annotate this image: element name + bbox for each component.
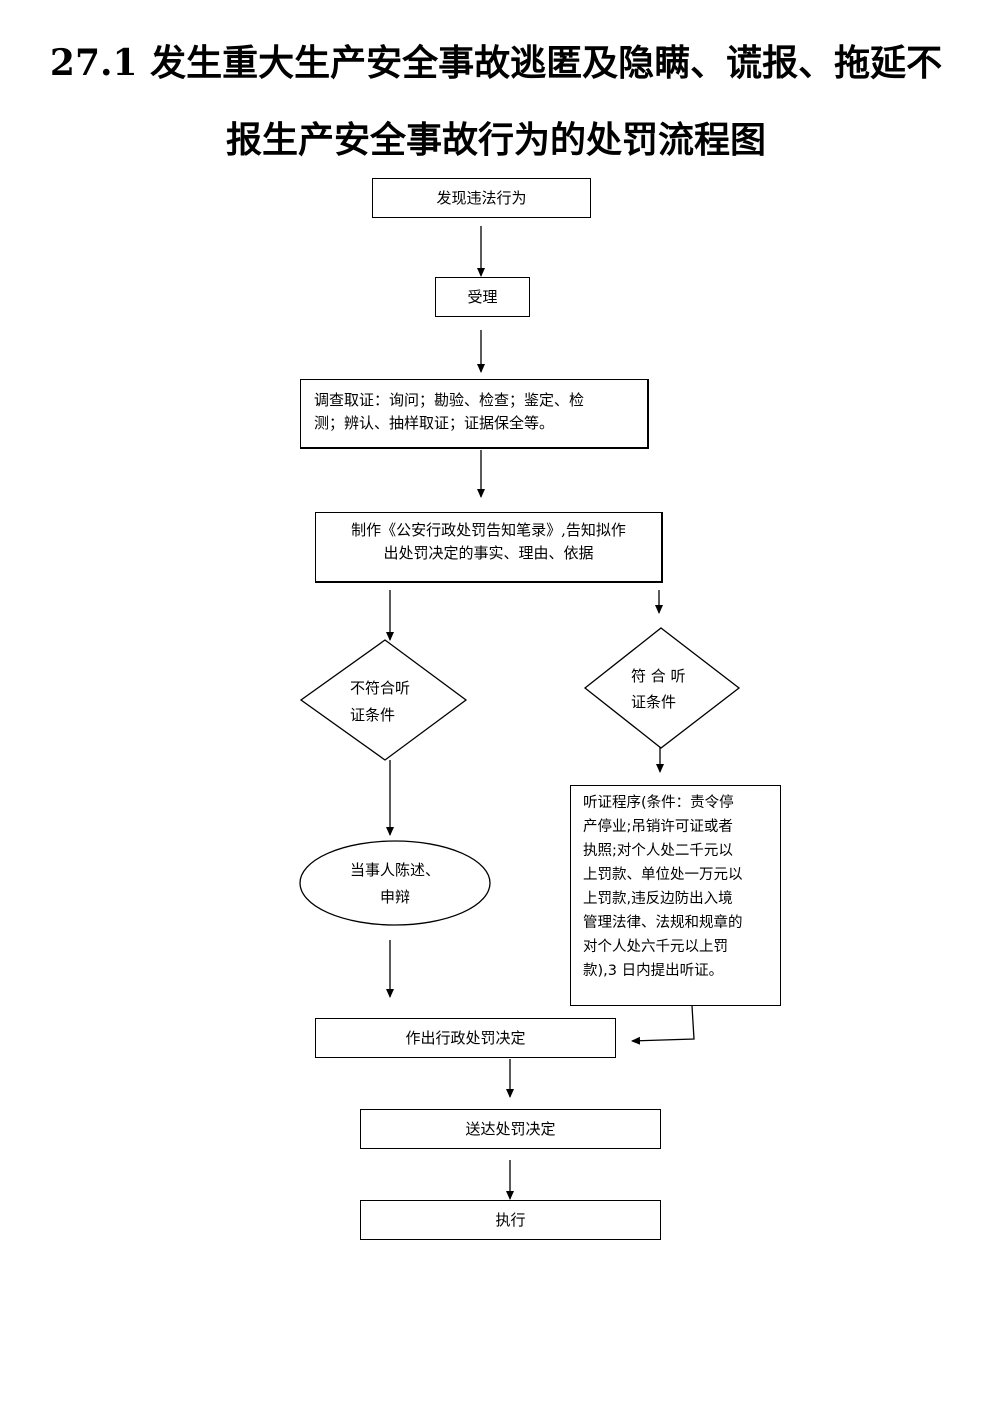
hearing-line-4: 上罚款、单位处一万元以 — [583, 867, 743, 883]
diamond-meet — [583, 627, 741, 749]
node-not-meet-line-2: 证条件 — [350, 706, 396, 724]
ellipse-statement — [299, 840, 491, 926]
hearing-line-6: 管理法律、法规和规章的 — [583, 915, 743, 931]
node-accept-label: 受理 — [467, 287, 498, 306]
node-execute-label: 执行 — [495, 1210, 526, 1229]
hearing-line-7: 对个人处六千元以上罚 — [583, 939, 728, 955]
diamond-not-meet — [299, 639, 468, 761]
node-investigate: 调查取证：询问；勘验、检查；鉴定、检 测；辨认、抽样取证；证据保全等。 — [300, 379, 649, 449]
node-decision: 作出行政处罚决定 — [315, 1018, 616, 1058]
title-line-2: 报生产安全事故行为的处罚流程图 — [225, 119, 766, 161]
hearing-line-3: 执照;对个人处二千元以 — [583, 843, 733, 859]
node-hearing: 听证程序(条件：责令停 产停业;吊销许可证或者 执照;对个人处二千元以 上罚款、… — [570, 785, 781, 1006]
node-decision-label: 作出行政处罚决定 — [405, 1028, 526, 1047]
node-accept: 受理 — [435, 277, 530, 317]
hearing-line-1: 听证程序(条件：责令停 — [583, 795, 734, 811]
node-deliver: 送达处罚决定 — [360, 1109, 661, 1149]
node-discover: 发现违法行为 — [372, 178, 591, 218]
node-execute: 执行 — [360, 1200, 661, 1240]
node-meet-text: 符 合 听 证条件 — [631, 664, 711, 715]
node-investigate-line-1: 调查取证：询问；勘验、检查；鉴定、检 — [314, 391, 585, 409]
node-deliver-label: 送达处罚决定 — [465, 1119, 556, 1138]
arrow-hearing-to-decision — [631, 1005, 695, 1045]
title-line-1: 27.1 发生重大生产安全事故逃匿及隐瞒、谎报、拖延不 — [49, 42, 943, 84]
node-notify: 制作《公安行政处罚告知笔录》,告知拟作 出处罚决定的事实、理由、依据 — [315, 512, 663, 583]
node-notify-line-2: 出处罚决定的事实、理由、依据 — [383, 544, 594, 562]
node-statement-line-2: 申辩 — [379, 888, 410, 906]
node-not-meet-line-1: 不符合听 — [350, 679, 411, 697]
node-investigate-line-2: 测；辨认、抽样取证；证据保全等。 — [314, 414, 555, 432]
node-meet-line-1: 符 合 听 — [631, 667, 686, 685]
node-meet-line-2: 证条件 — [631, 693, 677, 711]
node-notify-line-1: 制作《公安行政处罚告知笔录》,告知拟作 — [351, 521, 626, 539]
node-not-meet-text: 不符合听 证条件 — [350, 676, 440, 728]
node-statement-text: 当事人陈述、 申辩 — [330, 858, 460, 910]
node-discover-label: 发现违法行为 — [436, 188, 527, 207]
node-statement-line-1: 当事人陈述、 — [349, 861, 440, 879]
hearing-line-2: 产停业;吊销许可证或者 — [583, 819, 733, 835]
hearing-line-8: 款),3 日内提出听证。 — [583, 963, 724, 979]
hearing-line-5: 上罚款,违反边防出入境 — [583, 891, 733, 907]
